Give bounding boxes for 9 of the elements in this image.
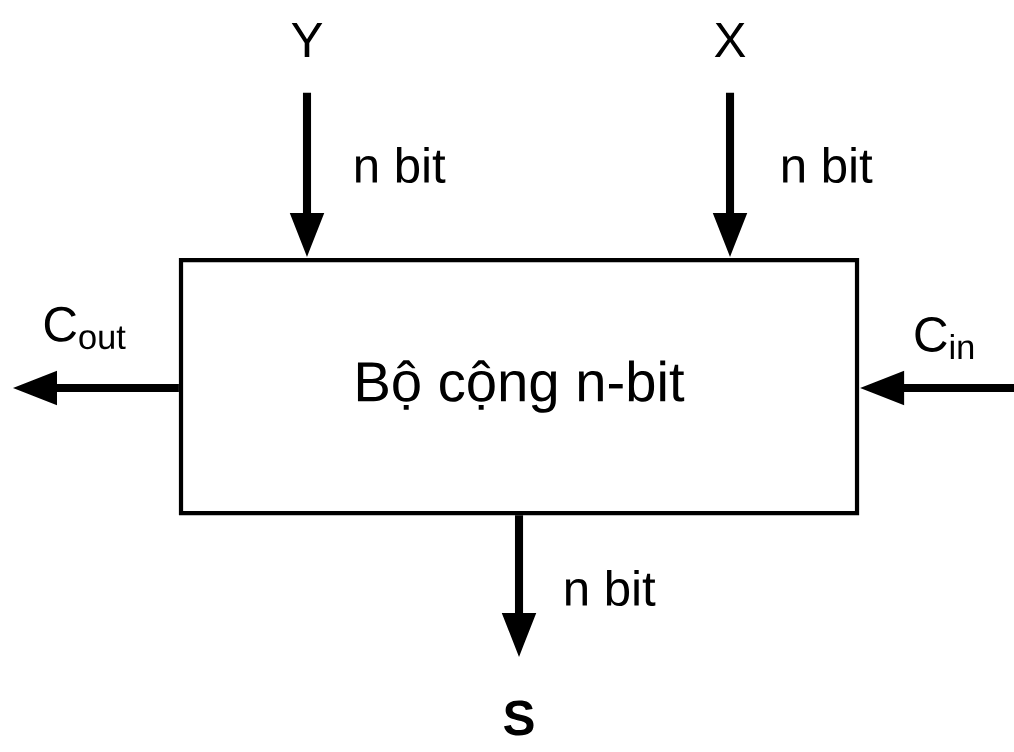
edge-label: n bit [356,146,446,184]
input-label: Y [291,23,323,57]
input-label: X [714,23,746,57]
output-label: S [504,700,534,736]
edge-label: n bit [566,569,656,607]
edge-label: C$_{in}$ [915,317,974,359]
adder-box: Bộ cộng n-bit [178,257,860,516]
edge-label: n bit [783,146,873,184]
edge-label: C$_{out}$ [44,306,126,350]
